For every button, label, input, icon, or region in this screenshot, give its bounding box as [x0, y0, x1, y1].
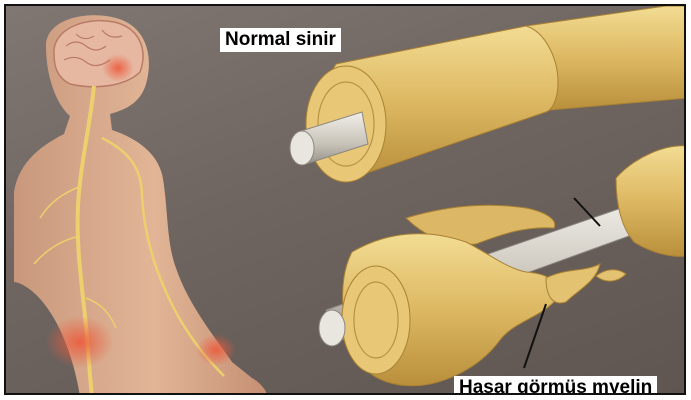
- inflammation-lower-back: [46, 316, 114, 368]
- myelin-fragment-right: [616, 146, 686, 257]
- myelin-tatters: [546, 264, 626, 303]
- damaged-myelin-label: Hasar görmüş myelin: [454, 376, 657, 395]
- normal-nerve-icon: [290, 6, 686, 182]
- human-figure-icon: [14, 15, 268, 395]
- axon-tip: [290, 131, 314, 165]
- nerve-illustration: [6, 6, 686, 395]
- damaged-axon-tip: [319, 310, 345, 346]
- normal-nerve-label: Normal sinir: [220, 28, 341, 52]
- inflammation-wrist: [196, 334, 236, 366]
- inflammation-neck: [102, 54, 134, 82]
- damaged-nerve-icon: [319, 146, 686, 386]
- image-frame: Normal sinir Hasar görmüş myelin: [4, 4, 686, 395]
